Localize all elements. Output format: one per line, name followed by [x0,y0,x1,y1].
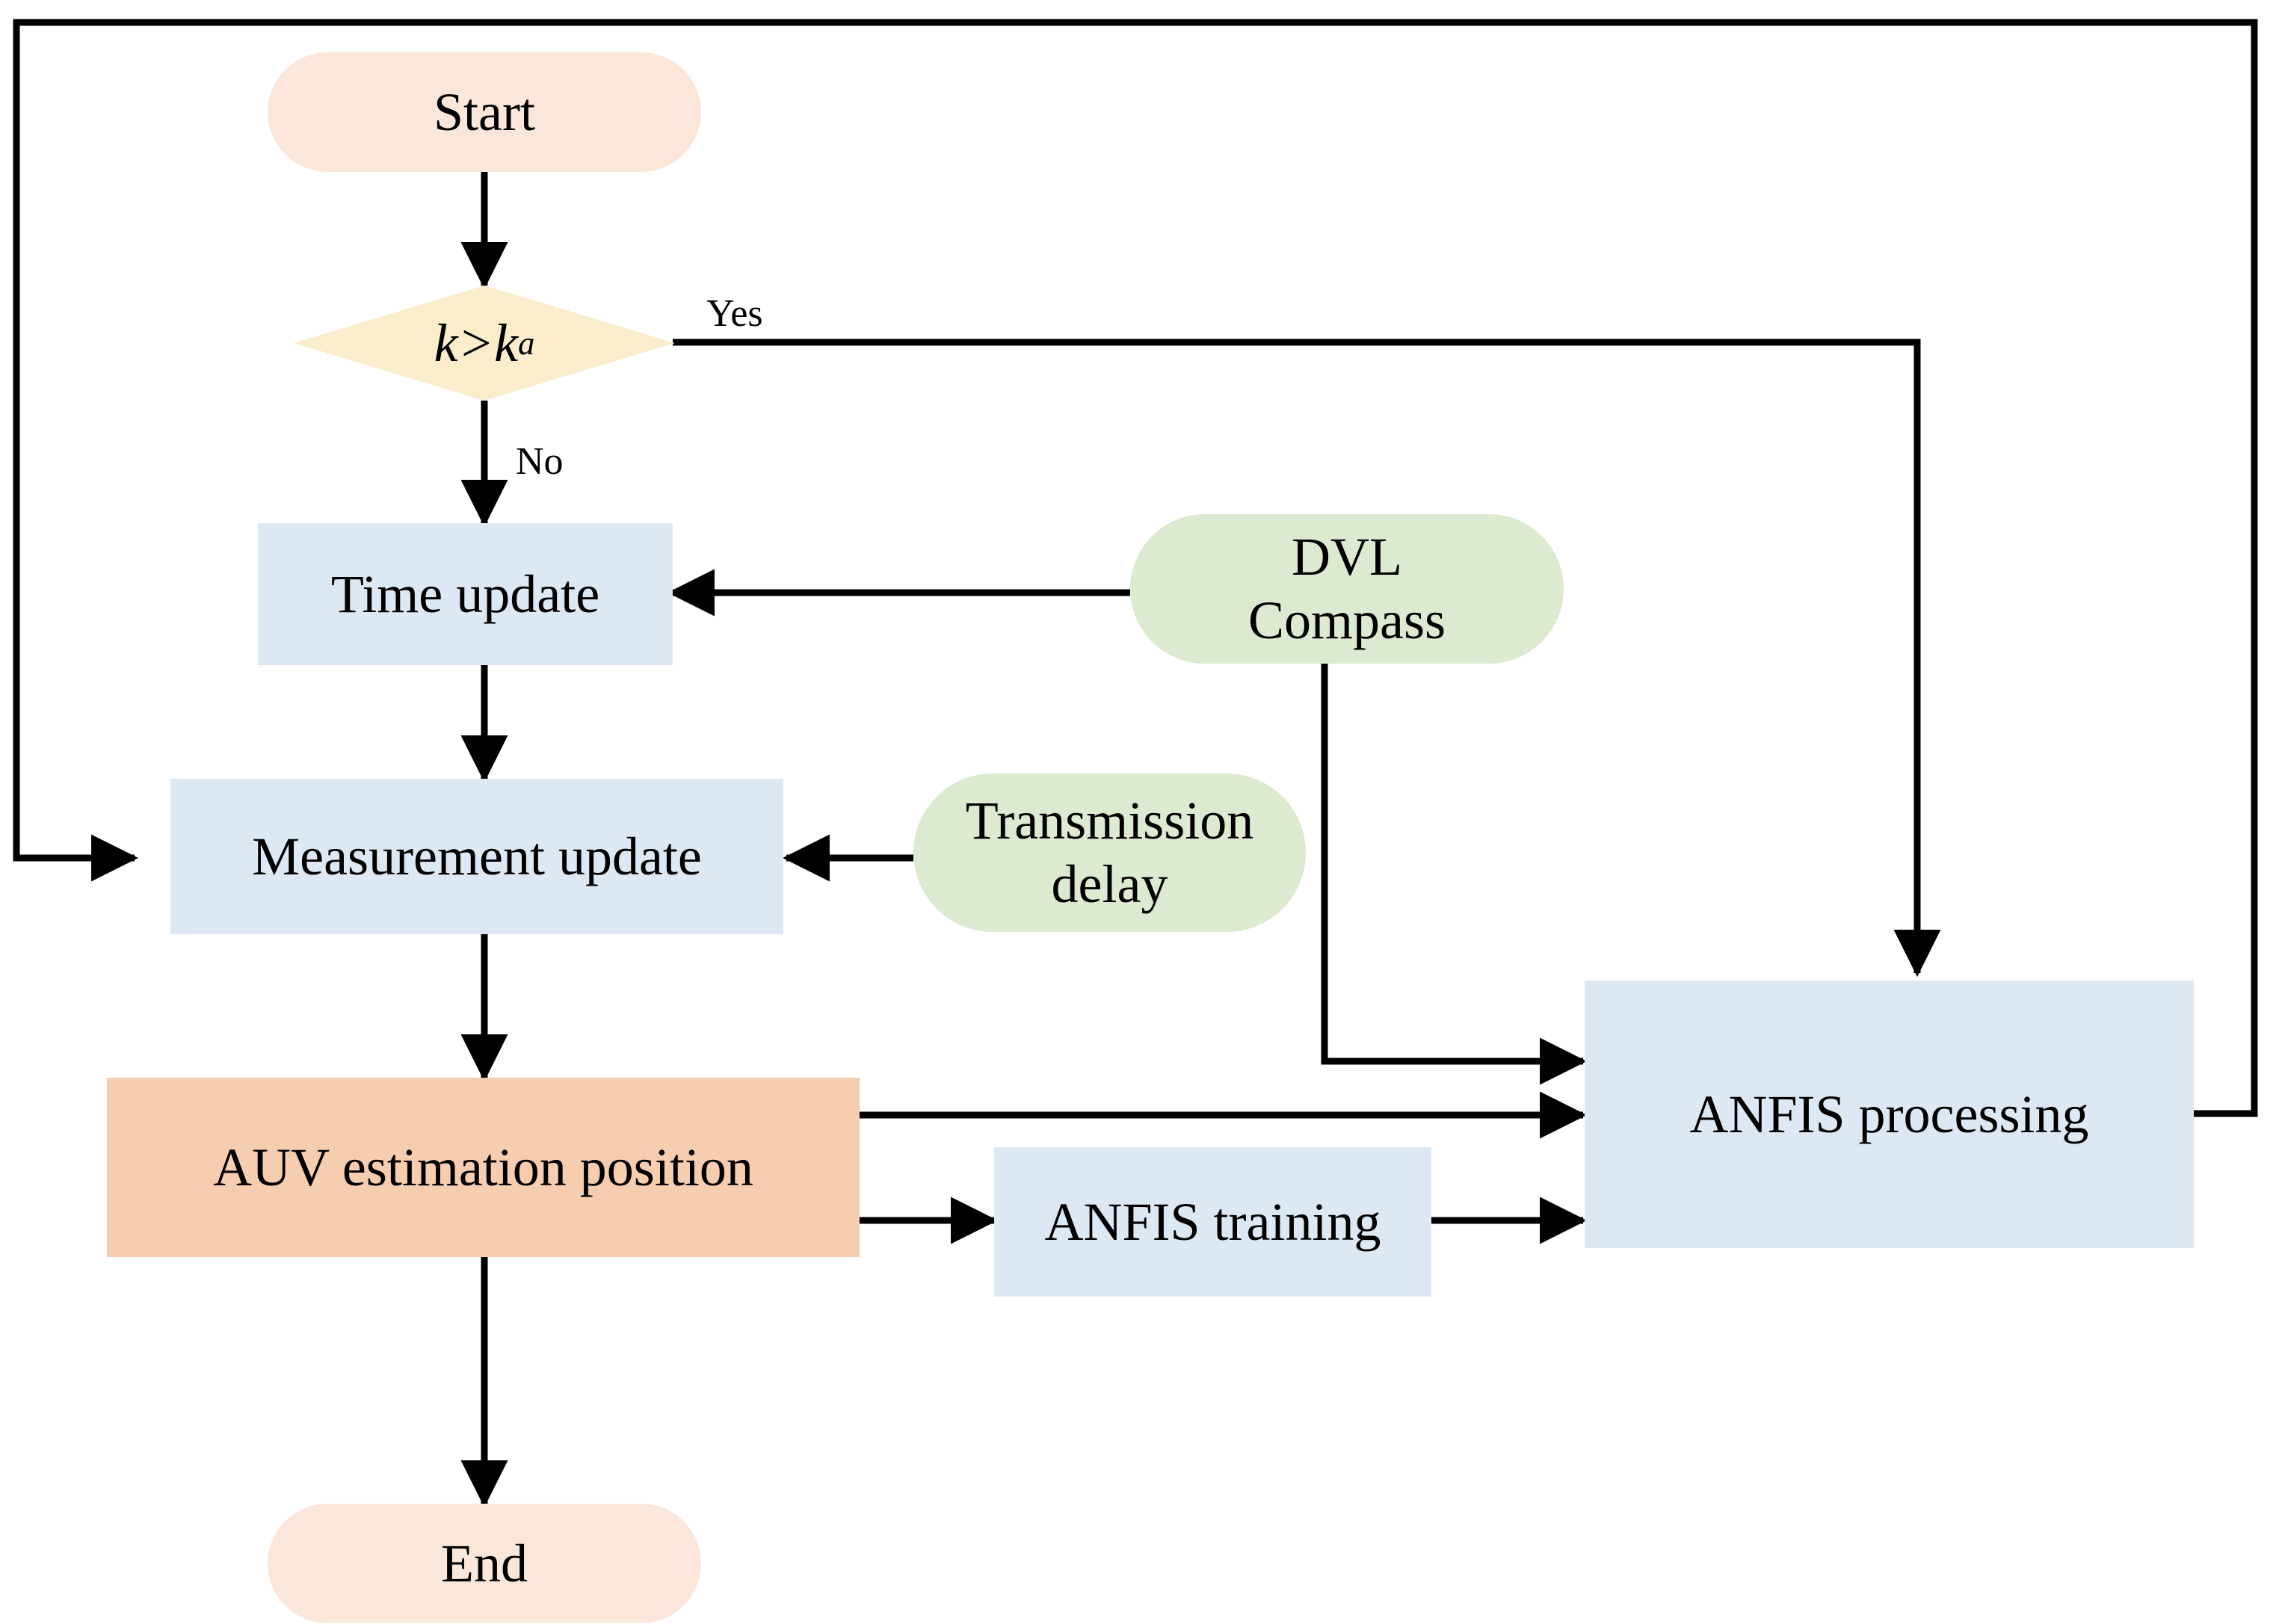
edge-label-yes: Yes [706,291,763,336]
decision-expr-sub: a [518,324,535,362]
node-anfis-processing[interactable]: ANFIS processing [1585,981,2194,1248]
node-anfis-processing-label: ANFIS processing [1689,1084,2089,1144]
node-start[interactable]: Start [268,52,701,172]
node-transmission-delay-label: Transmission delay [965,791,1254,914]
node-end-label: End [441,1533,528,1593]
decision-expr-left: k [434,312,458,373]
node-transmission-delay[interactable]: Transmission delay [913,774,1306,932]
node-time-update-label: Time update [330,564,600,624]
edge-label-no-text: No [516,440,564,483]
edge-dvl-compass-to-anfis-processing [1321,664,1588,1085]
node-measurement-update-label: Measurement update [252,826,702,886]
node-start-label: Start [434,81,535,142]
node-anfis-training[interactable]: ANFIS training [994,1147,1431,1297]
node-time-update[interactable]: Time update [258,523,673,665]
node-dvl-compass[interactable]: DVL Compass [1130,514,1564,664]
node-end[interactable]: End [268,1504,701,1623]
node-anfis-training-label: ANFIS training [1044,1191,1381,1252]
decision-expr-op: > [457,312,495,373]
node-auv-estimation-position-label: AUV estimation position [213,1137,753,1197]
edge-label-yes-text: Yes [706,292,763,335]
node-measurement-update[interactable]: Measurement update [170,779,783,934]
decision-expr-right: k [494,312,519,373]
node-dvl-compass-label: DVL Compass [1248,527,1446,650]
node-auv-estimation-position[interactable]: AUV estimation position [107,1078,860,1257]
edge-label-no: No [516,439,564,484]
